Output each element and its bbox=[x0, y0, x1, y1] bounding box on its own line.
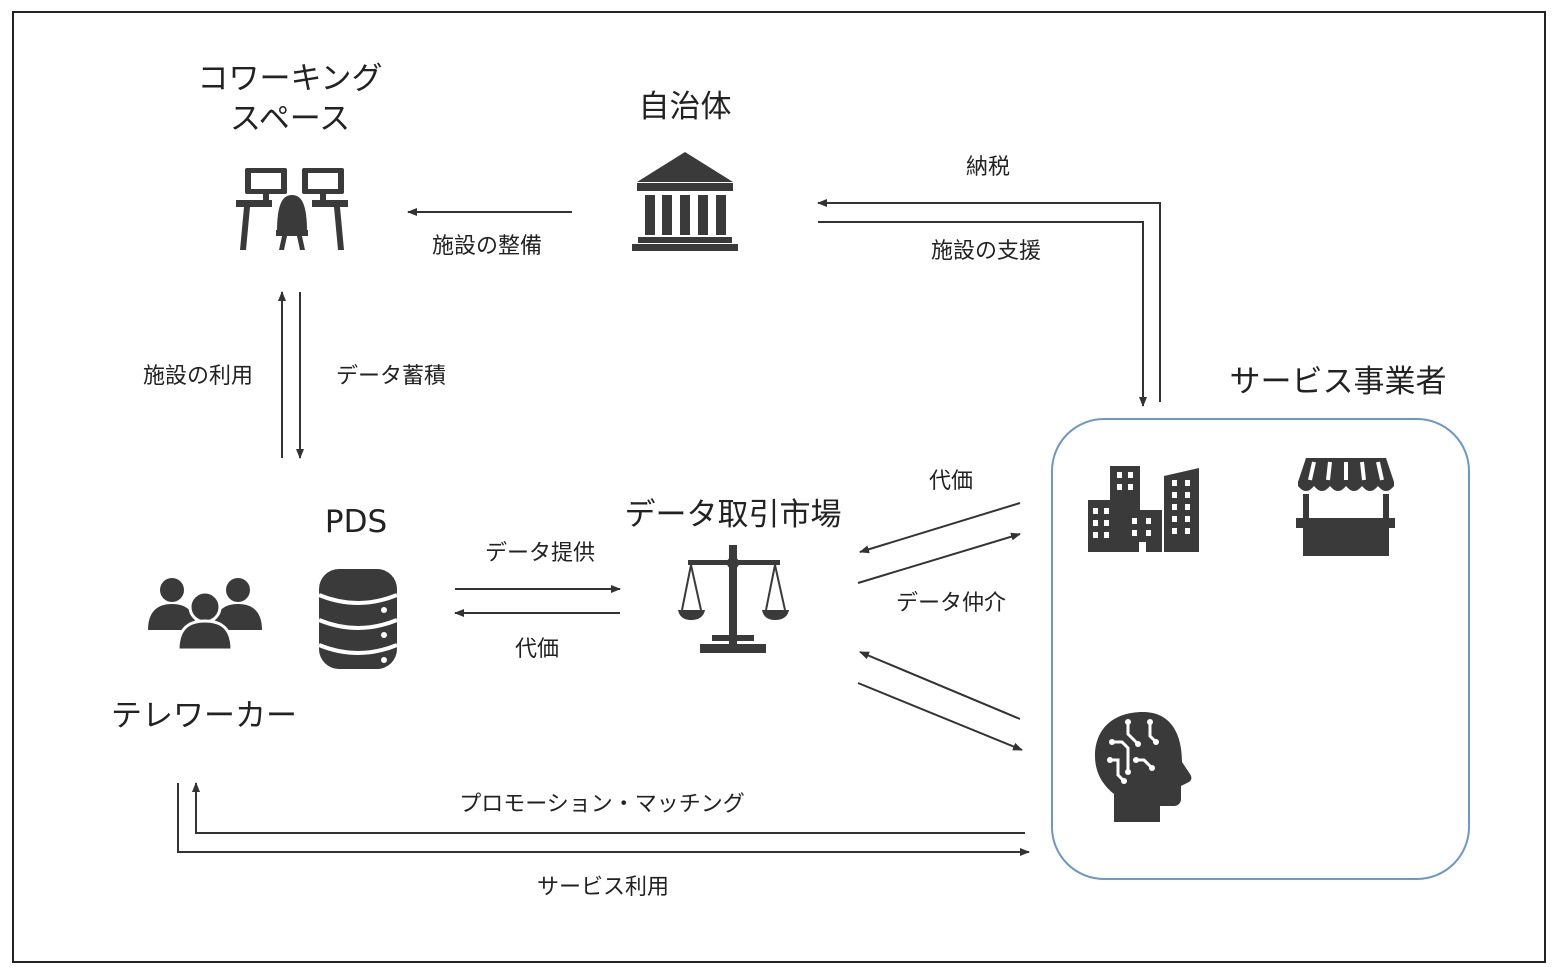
teleworker-label: テレワーカー bbox=[111, 698, 297, 734]
diagram-frame bbox=[12, 11, 1546, 963]
facility-use-label: 施設の利用 bbox=[142, 364, 254, 389]
arrow-market-to-ai bbox=[857, 682, 1023, 751]
data-brokerage-label: データ仲介 bbox=[895, 591, 1007, 616]
market-label: データ取引市場 bbox=[624, 497, 842, 533]
pds-label: PDS bbox=[324, 504, 388, 540]
service-use-label: サービス利用 bbox=[536, 875, 670, 900]
facility-maintenance-label: 施設の整備 bbox=[431, 234, 543, 259]
arrow-market-from-ai bbox=[859, 651, 1021, 720]
balance-scale-icon bbox=[678, 545, 789, 653]
arrow-consideration-market bbox=[859, 502, 1021, 554]
database-icon bbox=[318, 569, 398, 669]
people-group-icon bbox=[148, 578, 262, 652]
data-provision-label: データ提供 bbox=[484, 541, 596, 566]
government-building-icon bbox=[632, 152, 738, 251]
ai-head-icon bbox=[1095, 712, 1192, 822]
tax-payment-label: 納税 bbox=[965, 155, 1011, 180]
service-provider-container bbox=[1051, 418, 1470, 880]
arrow-data-brokerage bbox=[857, 532, 1021, 584]
coworking-label-line1: コワーキング bbox=[197, 61, 383, 97]
data-accumulation-label: データ蓄積 bbox=[335, 364, 447, 389]
arrow-facility-support bbox=[818, 221, 1147, 407]
office-buildings-icon bbox=[1088, 466, 1199, 552]
consideration-pds-label: 代価 bbox=[514, 637, 560, 662]
municipality-label: 自治体 bbox=[638, 89, 732, 125]
promotion-matching-label: プロモーション・マッチング bbox=[459, 792, 745, 817]
consideration-market-label: 代価 bbox=[928, 469, 974, 494]
arrow-tax-payment bbox=[817, 199, 1161, 402]
storefront-icon bbox=[1296, 458, 1395, 556]
service-provider-label: サービス事業者 bbox=[1229, 364, 1447, 400]
arrow-promotion-matching bbox=[192, 782, 1025, 834]
facility-support-label: 施設の支援 bbox=[930, 239, 1042, 264]
coworking-label-line2: スペース bbox=[229, 101, 351, 137]
arrow-service-use bbox=[177, 783, 1030, 856]
coworking-desks-icon bbox=[236, 168, 348, 250]
